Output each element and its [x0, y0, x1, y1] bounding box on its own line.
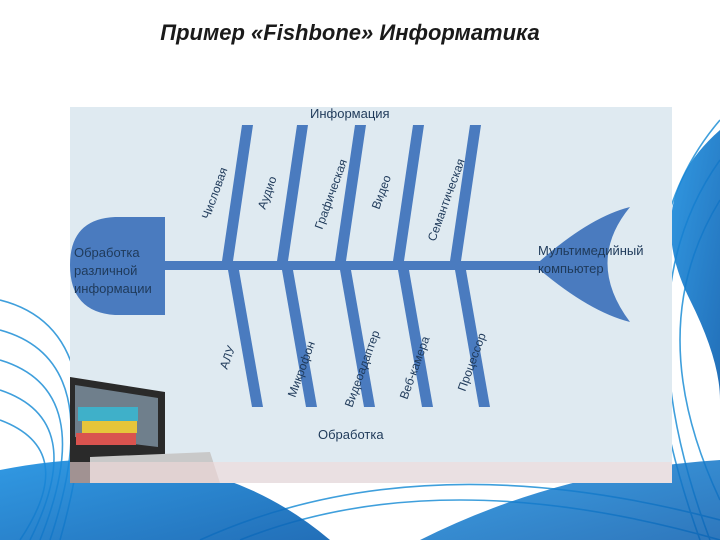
top-bone-5: [450, 125, 481, 261]
fishbone-shapes: [70, 125, 672, 483]
fishbone-tail: [70, 217, 165, 315]
slide-title: Пример «Fishbone» Информатика: [160, 20, 540, 45]
bottom-group-label: Обработка: [318, 427, 384, 442]
top-bone-3: [335, 125, 366, 261]
head-label-line2: компьютер: [538, 261, 604, 276]
head-label-line1: Мультимедийный: [538, 243, 644, 258]
tail-label-line1: Обработка: [74, 245, 140, 260]
bottom-bone-1: [228, 270, 263, 407]
fishbone-diagram: Информация Обработка Обработка различной…: [70, 107, 672, 483]
bottom-bone-2: [282, 270, 317, 407]
top-group-label: Информация: [310, 107, 390, 121]
bottom-bone-3: [340, 270, 375, 407]
bottom-bone-4: [398, 270, 433, 407]
fishbone-head: [540, 207, 630, 322]
bottom-bone-5: [455, 270, 490, 407]
top-bone-1: [222, 125, 253, 261]
laptop-books-illustration: [70, 377, 672, 483]
top-bone-2: [277, 125, 308, 261]
top-bone-4: [393, 125, 424, 261]
fishbone-spine: [165, 261, 540, 270]
tail-label-line2: различной: [74, 263, 138, 278]
tail-label-line3: информации: [74, 281, 152, 296]
